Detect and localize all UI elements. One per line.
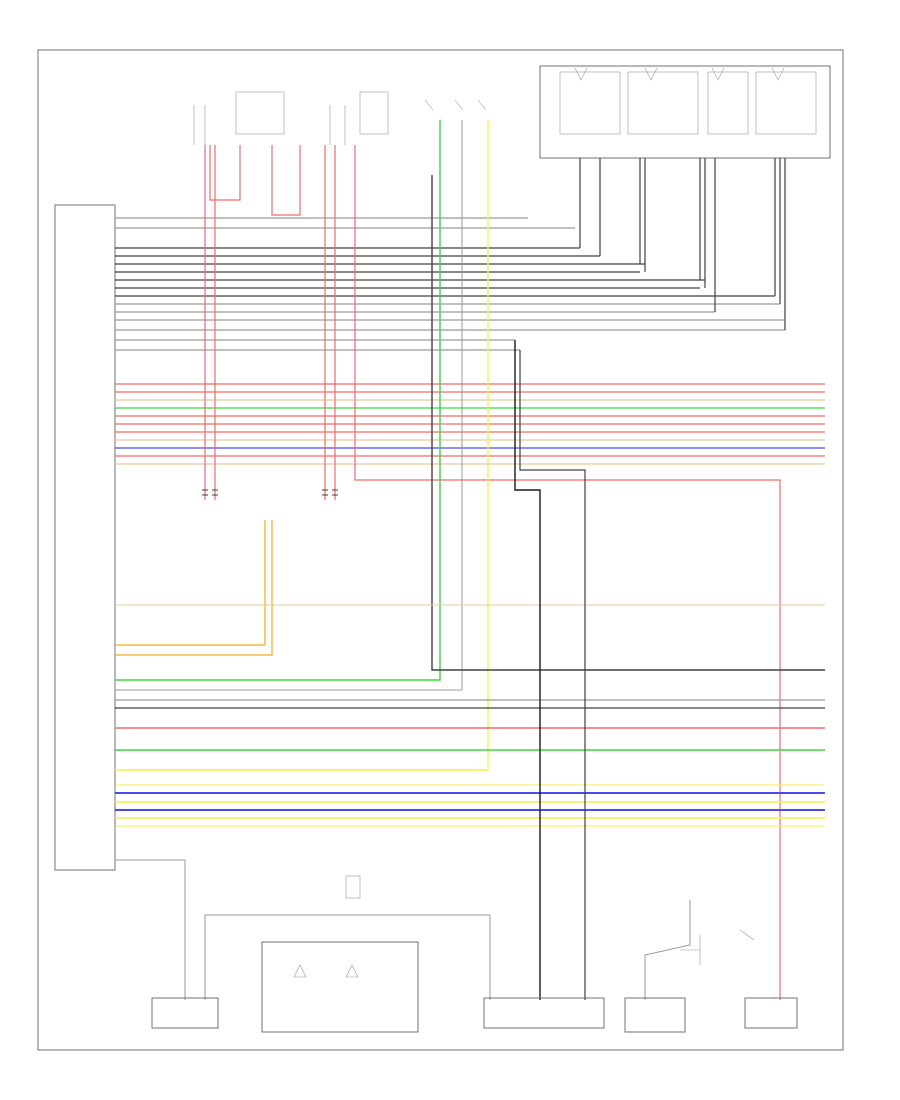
gray-drop [115, 859, 186, 1000]
orange-wire [115, 520, 273, 656]
connector-tick [322, 489, 328, 496]
dark-drop [519, 350, 586, 1000]
orange-wire [115, 520, 266, 646]
diagram-frame [37, 49, 844, 1051]
bottom-center-module [261, 941, 419, 1033]
bottom-right-module-a [483, 997, 605, 1029]
gray-switch [644, 900, 691, 1000]
red-loop [271, 145, 301, 216]
gray-wire [115, 120, 463, 691]
yellow-wire [115, 120, 489, 771]
bottom-switch [345, 875, 755, 965]
top-left-connectors [193, 91, 487, 145]
connector-tick [202, 489, 208, 496]
wire-layer [115, 120, 825, 1000]
bottom-right-module-b [624, 997, 686, 1033]
top-right-cluster [539, 65, 831, 159]
red-loop [209, 145, 241, 201]
dark-wire [431, 175, 825, 671]
bottom-left-module [151, 997, 219, 1029]
red-long [354, 145, 781, 1000]
connector-tick [332, 489, 338, 496]
black-wire [514, 340, 541, 1000]
green-wire [115, 120, 441, 681]
connector-tick [212, 489, 218, 496]
main-module [54, 204, 116, 871]
bottom-right-module-c [744, 997, 798, 1029]
gray-loop [204, 914, 491, 1000]
